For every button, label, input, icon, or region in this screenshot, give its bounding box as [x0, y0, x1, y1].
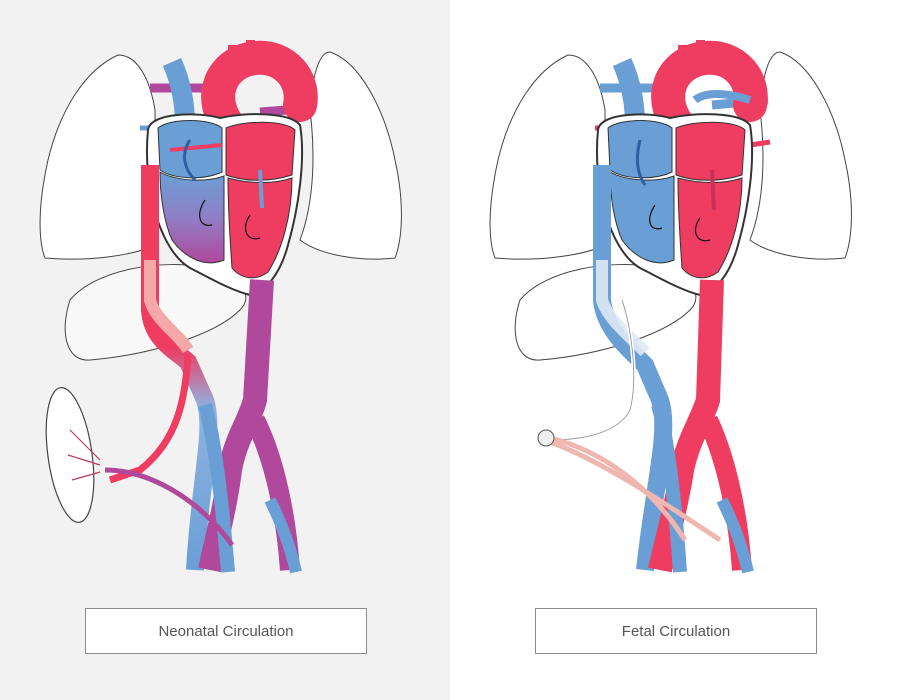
iliac-vein-right	[264, 497, 302, 574]
flow-curl-lv	[695, 217, 711, 242]
left-ventricle	[227, 177, 293, 279]
aortic-branch-1	[678, 45, 687, 63]
umbilical-vein-outline	[549, 299, 635, 441]
neonatal-panel: Neonatal Circulation	[0, 0, 450, 700]
aortic-arch	[651, 40, 768, 147]
right-lung	[39, 54, 156, 260]
umbilical-vein	[108, 354, 192, 484]
flow-curl-rv	[199, 199, 213, 226]
inferior-vena-cava	[141, 165, 218, 571]
aortic-branch-1	[228, 45, 237, 63]
iliac-vein-left	[651, 403, 687, 573]
flow-curl-lv	[245, 214, 261, 240]
umbilical-artery-2	[549, 439, 722, 543]
flow-curl-rv	[649, 204, 663, 230]
right-ventricle	[609, 171, 675, 264]
septum-arrow	[169, 143, 223, 152]
right-atrium	[607, 120, 673, 179]
right-ventricle	[159, 171, 225, 264]
fetal-caption: Fetal Circulation	[535, 608, 817, 654]
iliac-vein-right	[716, 497, 754, 574]
placenta-vessels	[67, 429, 101, 481]
descending-aorta	[648, 279, 724, 573]
aortic-branch-2	[696, 40, 705, 58]
umbilical-artery	[104, 467, 235, 547]
ductus-arteriosus	[692, 90, 752, 104]
umbilical-artery	[549, 435, 688, 542]
iliac-vein-left	[198, 403, 235, 573]
flow-arrow-ra	[636, 139, 647, 186]
flow-arrow-lv	[710, 169, 716, 211]
flow-arrow-lv	[258, 169, 264, 209]
left-ventricle	[677, 177, 743, 279]
left-atrium	[675, 121, 746, 181]
left-atrium	[225, 121, 296, 181]
descending-aorta	[198, 279, 274, 573]
flow-arrow-ra	[183, 139, 197, 182]
umbilical-cord-stump	[537, 429, 555, 447]
ductus-venosus	[144, 260, 194, 354]
aortic-arch	[201, 40, 318, 147]
neonatal-caption: Neonatal Circulation	[85, 608, 367, 654]
fetal-panel: Fetal Circulation	[450, 0, 900, 700]
ductus-venosus	[596, 260, 650, 357]
fetal-diagram	[489, 40, 852, 574]
aortic-branch-3	[713, 45, 722, 63]
pulmonary-vein-right	[749, 139, 771, 148]
neonatal-diagram	[39, 40, 402, 574]
right-lung	[489, 54, 606, 260]
aortic-branch-2	[246, 40, 255, 58]
aortic-branch-3	[263, 45, 272, 63]
